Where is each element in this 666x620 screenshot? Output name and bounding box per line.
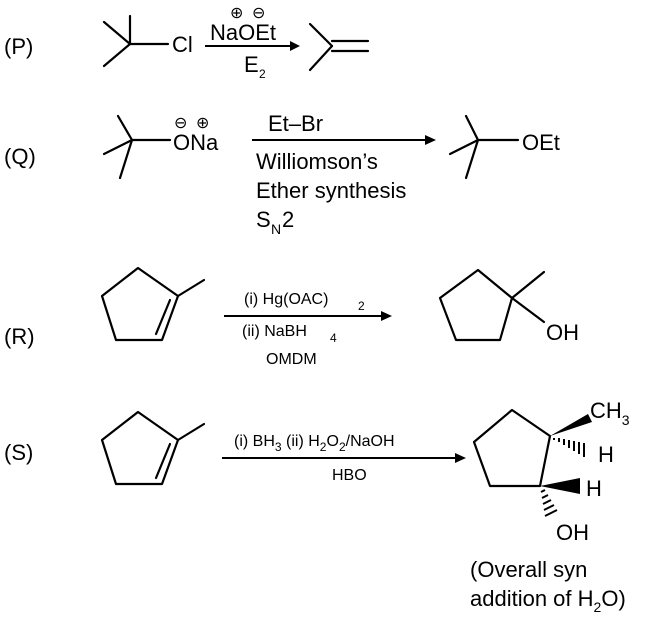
label-r: (R): [4, 324, 35, 349]
q-condition-2: 2: [282, 207, 294, 232]
p-reagent: NaOEt: [210, 20, 276, 45]
q-reagent: Et–Br: [268, 111, 323, 136]
q-condition-n: N: [271, 221, 281, 237]
s-note-line2: addition of H2O): [470, 586, 626, 615]
reaction-r: (R) (i) Hg(OAC) 2 (ii) NaBH 4 OMDM OH: [4, 266, 579, 368]
p-condition: E: [244, 52, 259, 77]
p-reactant-structure: [102, 14, 170, 68]
s-wedge-ch3: [550, 414, 592, 436]
p-condition-sub: 2: [259, 67, 266, 81]
q-condition-s: S: [256, 207, 271, 232]
q-alkoxide-group: ONa: [173, 130, 219, 155]
s-condition: HBO: [332, 467, 367, 484]
s-arrow-head: [455, 453, 466, 463]
r-condition: OMDM: [266, 351, 317, 368]
q-charge-plus: ⊕: [196, 115, 209, 132]
label-s: (S): [4, 440, 33, 465]
q-condition-line1: Williomson’s: [256, 149, 378, 174]
r-reactant-structure: [100, 266, 206, 342]
s-reactant-structure: [100, 410, 206, 486]
label-q: (Q): [4, 144, 36, 169]
s-hash-h-top: [553, 438, 585, 457]
s-reagents: (i) BH3 (ii) H2O2/NaOH: [234, 433, 395, 454]
q-charge-minus: ⊖: [174, 115, 187, 132]
r-step2-sub: 4: [330, 331, 337, 345]
label-p: (P): [4, 34, 33, 59]
s-product-structure: [472, 408, 592, 517]
r-step1-sub: 2: [358, 299, 365, 313]
s-product-ch: CH3: [590, 398, 630, 428]
p-product-structure: [308, 22, 370, 72]
r-arrow-head: [381, 311, 392, 321]
p-charge-minus: ⊖: [252, 5, 265, 22]
q-arrow-head: [425, 135, 436, 145]
r-step1: (i) Hg(OAC): [244, 291, 328, 308]
s-product-h2: H: [586, 476, 602, 501]
s-hash-oh: [540, 489, 558, 517]
q-product-group: OEt: [522, 130, 560, 155]
r-product-structure: [438, 268, 546, 342]
s-product-h1: H: [598, 442, 614, 467]
r-step2: (ii) NaBH: [242, 323, 307, 340]
reaction-q: (Q) ⊖ ⊕ ONa Et–Br Williomson’s Ether syn…: [4, 111, 560, 237]
reaction-p: (P) Cl ⊕ ⊖ NaOEt E 2: [4, 5, 370, 81]
q-reactant-structure: [102, 114, 172, 180]
p-chlorine-atom: Cl: [172, 32, 193, 57]
s-product-oh: OH: [556, 520, 589, 545]
p-charge-plus: ⊕: [230, 5, 243, 22]
q-product-structure: [448, 114, 520, 180]
s-note-line1: (Overall syn: [470, 557, 587, 582]
r-product-group: OH: [546, 320, 579, 345]
p-arrow-head: [290, 41, 300, 51]
s-wedge-h-lower: [540, 478, 580, 494]
q-condition-line2: Ether synthesis: [256, 178, 406, 203]
reaction-s: (S) (i) BH3 (ii) H2O2/NaOH HBO: [4, 398, 630, 615]
